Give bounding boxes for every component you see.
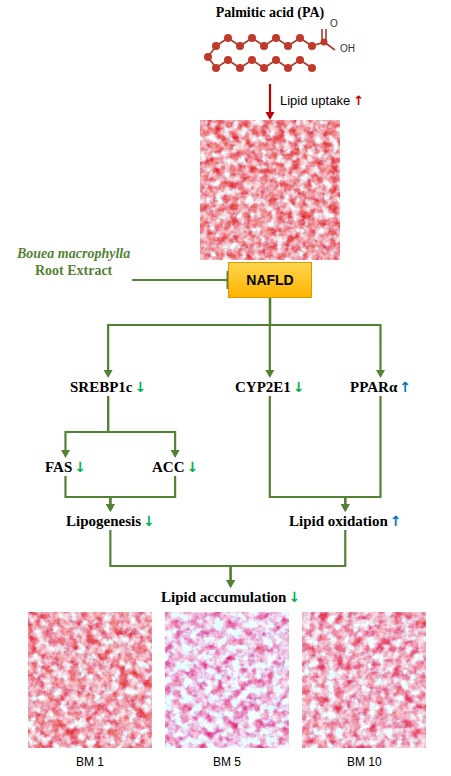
arrow-head bbox=[266, 112, 275, 120]
atom-label: OH bbox=[340, 43, 355, 55]
connector bbox=[110, 530, 235, 588]
edge-label-group: Lipid uptake↑ bbox=[280, 93, 364, 109]
connector bbox=[270, 396, 350, 512]
text-node: Lipid oxidation↑ bbox=[289, 512, 402, 530]
connector bbox=[270, 298, 385, 378]
extract-label: Root Extract bbox=[17, 262, 130, 279]
text-node: PPARα↑ bbox=[350, 378, 411, 396]
connector-line bbox=[270, 396, 345, 506]
change-arrow: ↓ bbox=[187, 459, 199, 475]
pathway-label: FAS bbox=[45, 459, 72, 475]
connector-line bbox=[110, 476, 175, 506]
image-label: BM 5 bbox=[213, 755, 241, 769]
image-label: BM 10 bbox=[347, 755, 382, 769]
change-arrow: ↑ bbox=[390, 513, 402, 529]
arrow-head bbox=[106, 504, 115, 512]
connector bbox=[226, 530, 345, 588]
pathway-label: Lipid accumulation bbox=[161, 589, 286, 605]
connector bbox=[65, 476, 114, 512]
pathway-label: Lipid oxidation bbox=[289, 513, 388, 529]
connector bbox=[104, 298, 270, 378]
connector-line bbox=[108, 298, 270, 372]
connector-line bbox=[108, 396, 175, 452]
arrow-head bbox=[61, 450, 70, 458]
text-node: SREBP1c↓ bbox=[70, 378, 146, 396]
pathway-label: CYP2E1 bbox=[235, 379, 291, 395]
arrow-head bbox=[341, 504, 350, 512]
arrow-head bbox=[104, 370, 113, 378]
change-arrow: ↓ bbox=[293, 379, 305, 395]
change-arrow: ↓ bbox=[288, 589, 300, 605]
connector bbox=[106, 476, 175, 512]
connector-line bbox=[269, 84, 271, 114]
connector-line bbox=[231, 530, 346, 582]
connector bbox=[341, 396, 381, 512]
microscopy-image bbox=[28, 612, 152, 748]
species-name: Bouea macrophylla bbox=[17, 245, 130, 262]
connector bbox=[108, 396, 179, 458]
connector-line bbox=[270, 298, 380, 372]
connector-line bbox=[65, 396, 108, 452]
highlight-box: NAFLD bbox=[228, 262, 312, 298]
microscopy-image bbox=[302, 612, 426, 748]
pathway-label: ACC bbox=[152, 459, 185, 475]
connector bbox=[61, 396, 108, 458]
change-arrow: ↓ bbox=[135, 379, 147, 395]
connector-line bbox=[65, 476, 110, 506]
change-arrow: ↓ bbox=[143, 513, 155, 529]
connector-line bbox=[345, 396, 380, 506]
text-node: Bouea macrophyllaRoot Extract bbox=[17, 245, 130, 279]
connector-line bbox=[110, 530, 230, 582]
text-node: Lipid accumulation↓ bbox=[161, 588, 300, 606]
arrow-head bbox=[226, 580, 235, 588]
text-node: Palmitic acid (PA) bbox=[190, 4, 350, 84]
pathway-label: PPARα bbox=[350, 379, 397, 395]
disease-box: NAFLD bbox=[228, 120, 312, 298]
microscopy-image bbox=[165, 612, 289, 748]
text-node: ACC↓ bbox=[152, 458, 198, 476]
arrow-head bbox=[265, 370, 274, 378]
pathway-label: SREBP1c bbox=[70, 379, 133, 395]
text-node: FAS↓ bbox=[45, 458, 86, 476]
arrow-head bbox=[106, 504, 115, 512]
box-label: NAFLD bbox=[246, 272, 293, 288]
arrow-head bbox=[341, 504, 350, 512]
edge-label: Lipid uptake bbox=[280, 93, 350, 108]
image-label: BM 1 bbox=[76, 755, 104, 769]
change-arrow: ↑ bbox=[353, 93, 364, 108]
pathway-label: Lipogenesis bbox=[66, 513, 141, 529]
compound-name: Palmitic acid (PA) bbox=[190, 4, 350, 22]
arrow-head bbox=[226, 580, 235, 588]
connector bbox=[132, 271, 228, 289]
arrow-head bbox=[376, 370, 385, 378]
molecule-drawing bbox=[190, 22, 350, 84]
text-node: CYP2E1↓ bbox=[235, 378, 305, 396]
arrow-head bbox=[171, 450, 180, 458]
connector bbox=[266, 84, 275, 120]
change-arrow: ↑ bbox=[399, 379, 411, 395]
atom-label: O bbox=[330, 18, 338, 30]
change-arrow: ↓ bbox=[74, 459, 86, 475]
text-node: Lipogenesis↓ bbox=[66, 512, 155, 530]
microscopy-image bbox=[200, 120, 340, 260]
connector-line bbox=[132, 279, 227, 281]
